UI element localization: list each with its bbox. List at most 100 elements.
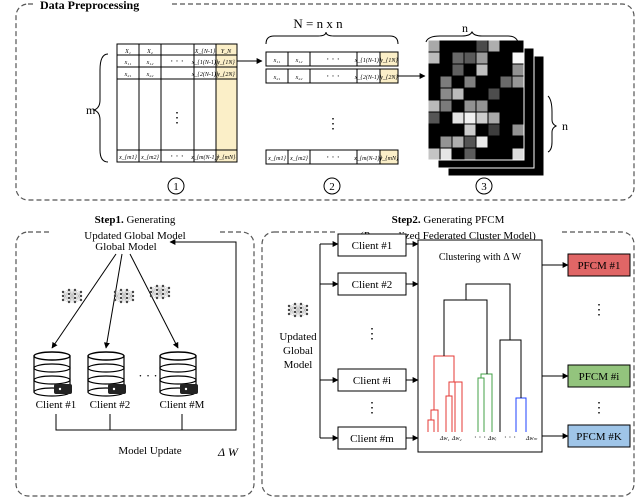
matrix-pixel — [512, 52, 524, 64]
t2-vdots: ⋮ — [326, 117, 340, 132]
matrix-pixel — [464, 76, 476, 88]
matrix-pixel — [440, 100, 452, 112]
step-circle-1: 1 — [167, 177, 185, 195]
dendrogram-branch — [454, 381, 463, 432]
table-1: X₁ X₂ X_{N-1} Y_N x₁₁ x₁₂ · · · x_{1(N-1… — [116, 43, 238, 163]
svg-text:3: 3 — [481, 181, 487, 193]
matrix-pixel — [452, 136, 464, 148]
model-update-loop — [55, 239, 237, 431]
database-icon — [87, 351, 126, 397]
clustering-label: Clustering with Δ W — [439, 252, 522, 263]
step2-title: Step2. Generating PFCM — [392, 214, 505, 226]
step-circle-3: 3 — [475, 177, 493, 195]
updated-global-model-icon — [287, 302, 309, 318]
dendrogram-branch — [448, 381, 458, 396]
m-label: m — [86, 103, 96, 117]
matrix-pixel — [440, 136, 452, 148]
matrix-pixel — [512, 64, 524, 76]
t1-h2: X₂ — [146, 49, 153, 55]
matrix-pixel — [452, 64, 464, 76]
neural-net-icon — [61, 288, 83, 304]
pfcm-vdots-1: ⋮ — [592, 303, 606, 318]
leaf-wm: Δwₘ — [525, 436, 538, 442]
step2-client-1: Client #1 — [337, 233, 407, 257]
t1-r1c1: x₁₁ — [124, 60, 132, 66]
step1-dots: · · · — [138, 368, 158, 383]
step2-vdots-1: ⋮ — [365, 327, 379, 342]
n-side-label: n — [562, 119, 568, 133]
t1-h3: X_{N-1} — [194, 49, 216, 55]
m-brace — [92, 53, 109, 163]
matrix-pixel — [452, 88, 464, 100]
pfcm-i-box: PFCM #i — [567, 364, 631, 388]
n-eq-label: N = n x n — [293, 16, 343, 31]
matrix-pixel — [488, 88, 500, 100]
matrix-pixel — [476, 100, 488, 112]
svg-text:·: · — [540, 58, 543, 68]
ugm-line1: Updated — [279, 331, 317, 343]
matrix-pixel — [428, 100, 440, 112]
svg-text:Client #1: Client #1 — [352, 240, 393, 252]
t1-rm-dots: · · · — [170, 151, 184, 161]
t2-r2c4: y_{2N} — [379, 75, 398, 81]
step1-title: Step1. Generating — [95, 214, 176, 226]
t1-r1c4: y_{1N} — [216, 60, 235, 66]
t2-r1-dots: · · · — [326, 54, 340, 64]
n-side-brace — [547, 95, 558, 153]
neural-net-icon — [149, 284, 171, 300]
preprocessing-border — [15, 3, 635, 201]
pfcm-vdots-2: ⋮ — [592, 401, 606, 416]
matrix-pixel — [464, 124, 476, 136]
n-top-brace — [425, 30, 519, 43]
t2-r2-dots: · · · — [326, 71, 340, 81]
t1-vdots: ⋮ — [170, 111, 184, 126]
step2-border — [261, 231, 635, 497]
t2-rmc1: x_{m1} — [267, 156, 286, 162]
leaf-dots-2: · · · — [504, 433, 516, 442]
matrix-pixel — [464, 148, 476, 160]
n-top-label: n — [462, 21, 468, 35]
step2-panel: Step2. Generating PFCM (Personalized Fed… — [261, 214, 635, 497]
t1-h4: Y_N — [221, 49, 232, 55]
matrix-stack: n n · · — [425, 21, 568, 177]
matrix-pixel — [464, 136, 476, 148]
svg-text:Client #2: Client #2 — [352, 279, 393, 291]
matrix-pixel — [476, 40, 488, 52]
step1-subtitle: Updated Global Model — [84, 230, 185, 242]
matrix-pixel — [512, 148, 524, 160]
step2-client-m: Client #m — [337, 426, 407, 450]
clustering-box: Clustering with Δ W Δw₁ Δw₂ · · · Δwᵢ · … — [417, 239, 543, 453]
table-2: x₁₁ x₁₂ · · · x_{1(N-1)} y_{1N} x₂₁ x₂₂ … — [265, 51, 399, 165]
t2-r1c1: x₁₁ — [273, 58, 281, 64]
ugm-line2: Global — [283, 345, 313, 357]
svg-text:Client #i: Client #i — [353, 375, 391, 387]
matrix-pixel — [476, 136, 488, 148]
t2-rmc3: x_{m(N-1)} — [353, 155, 382, 162]
t2-r2c2: x₂₂ — [295, 75, 303, 81]
svg-text:1: 1 — [173, 181, 179, 193]
database-icon — [33, 351, 72, 397]
matrix-pixel — [512, 124, 524, 136]
step2-client-i: Client #i — [337, 368, 407, 392]
matrix-pixel — [464, 100, 476, 112]
t1-r1c2: x₁₂ — [146, 60, 154, 66]
matrix-pixel — [488, 124, 500, 136]
step1-client-2: Client #2 — [90, 399, 131, 411]
matrix-pixel — [488, 112, 500, 124]
pfcm-1-label: PFCM #1 — [577, 260, 620, 272]
t2-rm-dots: · · · — [326, 152, 340, 162]
matrix-pixel — [440, 88, 452, 100]
matrix-pixel — [452, 52, 464, 64]
t1-r2c1: x₂₁ — [124, 72, 132, 78]
t2-r1c3: x_{1(N-1)} — [354, 57, 382, 64]
leaf-w2: Δw₂ — [451, 436, 462, 442]
leaf-dots-1: · · · — [474, 433, 486, 442]
matrix-dots: · — [534, 52, 537, 62]
matrix-pixel — [440, 76, 452, 88]
pfcm-k-label: PFCM #K — [576, 431, 622, 443]
t1-h1: X₁ — [124, 49, 131, 55]
step1-client-m: Client #M — [160, 399, 205, 411]
matrix-pixel — [464, 52, 476, 64]
t1-rmc3: x_{m(N-1)} — [190, 154, 219, 161]
